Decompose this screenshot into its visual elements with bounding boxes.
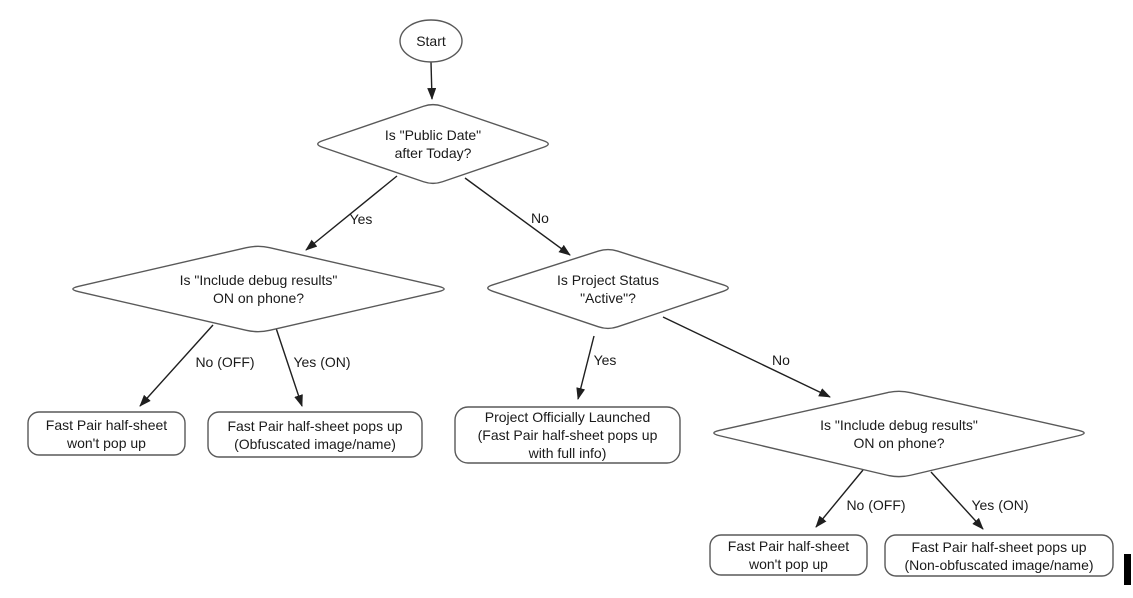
decision-project-status-shape <box>487 248 729 330</box>
edge-public-date-yes <box>305 175 398 251</box>
text-cursor-bar <box>1124 554 1131 585</box>
edge-debug-right-no-off <box>815 469 864 528</box>
decision-public-date-shape <box>317 103 549 185</box>
edge-label-project-status-no: No <box>772 352 790 368</box>
edge-start-to-public-date <box>427 61 437 100</box>
edge-project-status-no <box>662 316 831 398</box>
terminal-wont-pop-up-right-shape <box>709 534 868 576</box>
edge-public-date-no <box>464 177 571 256</box>
terminal-officially-launched-shape <box>454 406 681 464</box>
edge-label-debug-left-yes: Yes (ON) <box>293 354 351 370</box>
decision-debug-right-shape <box>713 390 1085 478</box>
edge-label-project-status-yes: Yes <box>593 352 617 368</box>
edge-label-public-date-no: No <box>531 210 549 226</box>
terminal-wont-pop-up-left-shape <box>27 411 186 456</box>
start-ellipse-shape <box>399 19 463 63</box>
edge-label-debug-left-no: No (OFF) <box>195 354 255 370</box>
terminal-obfuscated-shape <box>207 411 423 458</box>
terminal-non-obfuscated-shape <box>884 534 1114 577</box>
edge-debug-left-yes-on <box>275 327 303 407</box>
decision-debug-left-shape <box>72 245 445 333</box>
edge-debug-right-yes-on <box>930 471 984 530</box>
edge-debug-left-no-off <box>139 324 214 407</box>
edge-label-debug-right-no: No (OFF) <box>846 497 906 513</box>
edge-label-public-date-yes: Yes <box>349 211 373 227</box>
edge-project-status-yes <box>576 335 595 400</box>
edge-label-debug-right-yes: Yes (ON) <box>971 497 1029 513</box>
